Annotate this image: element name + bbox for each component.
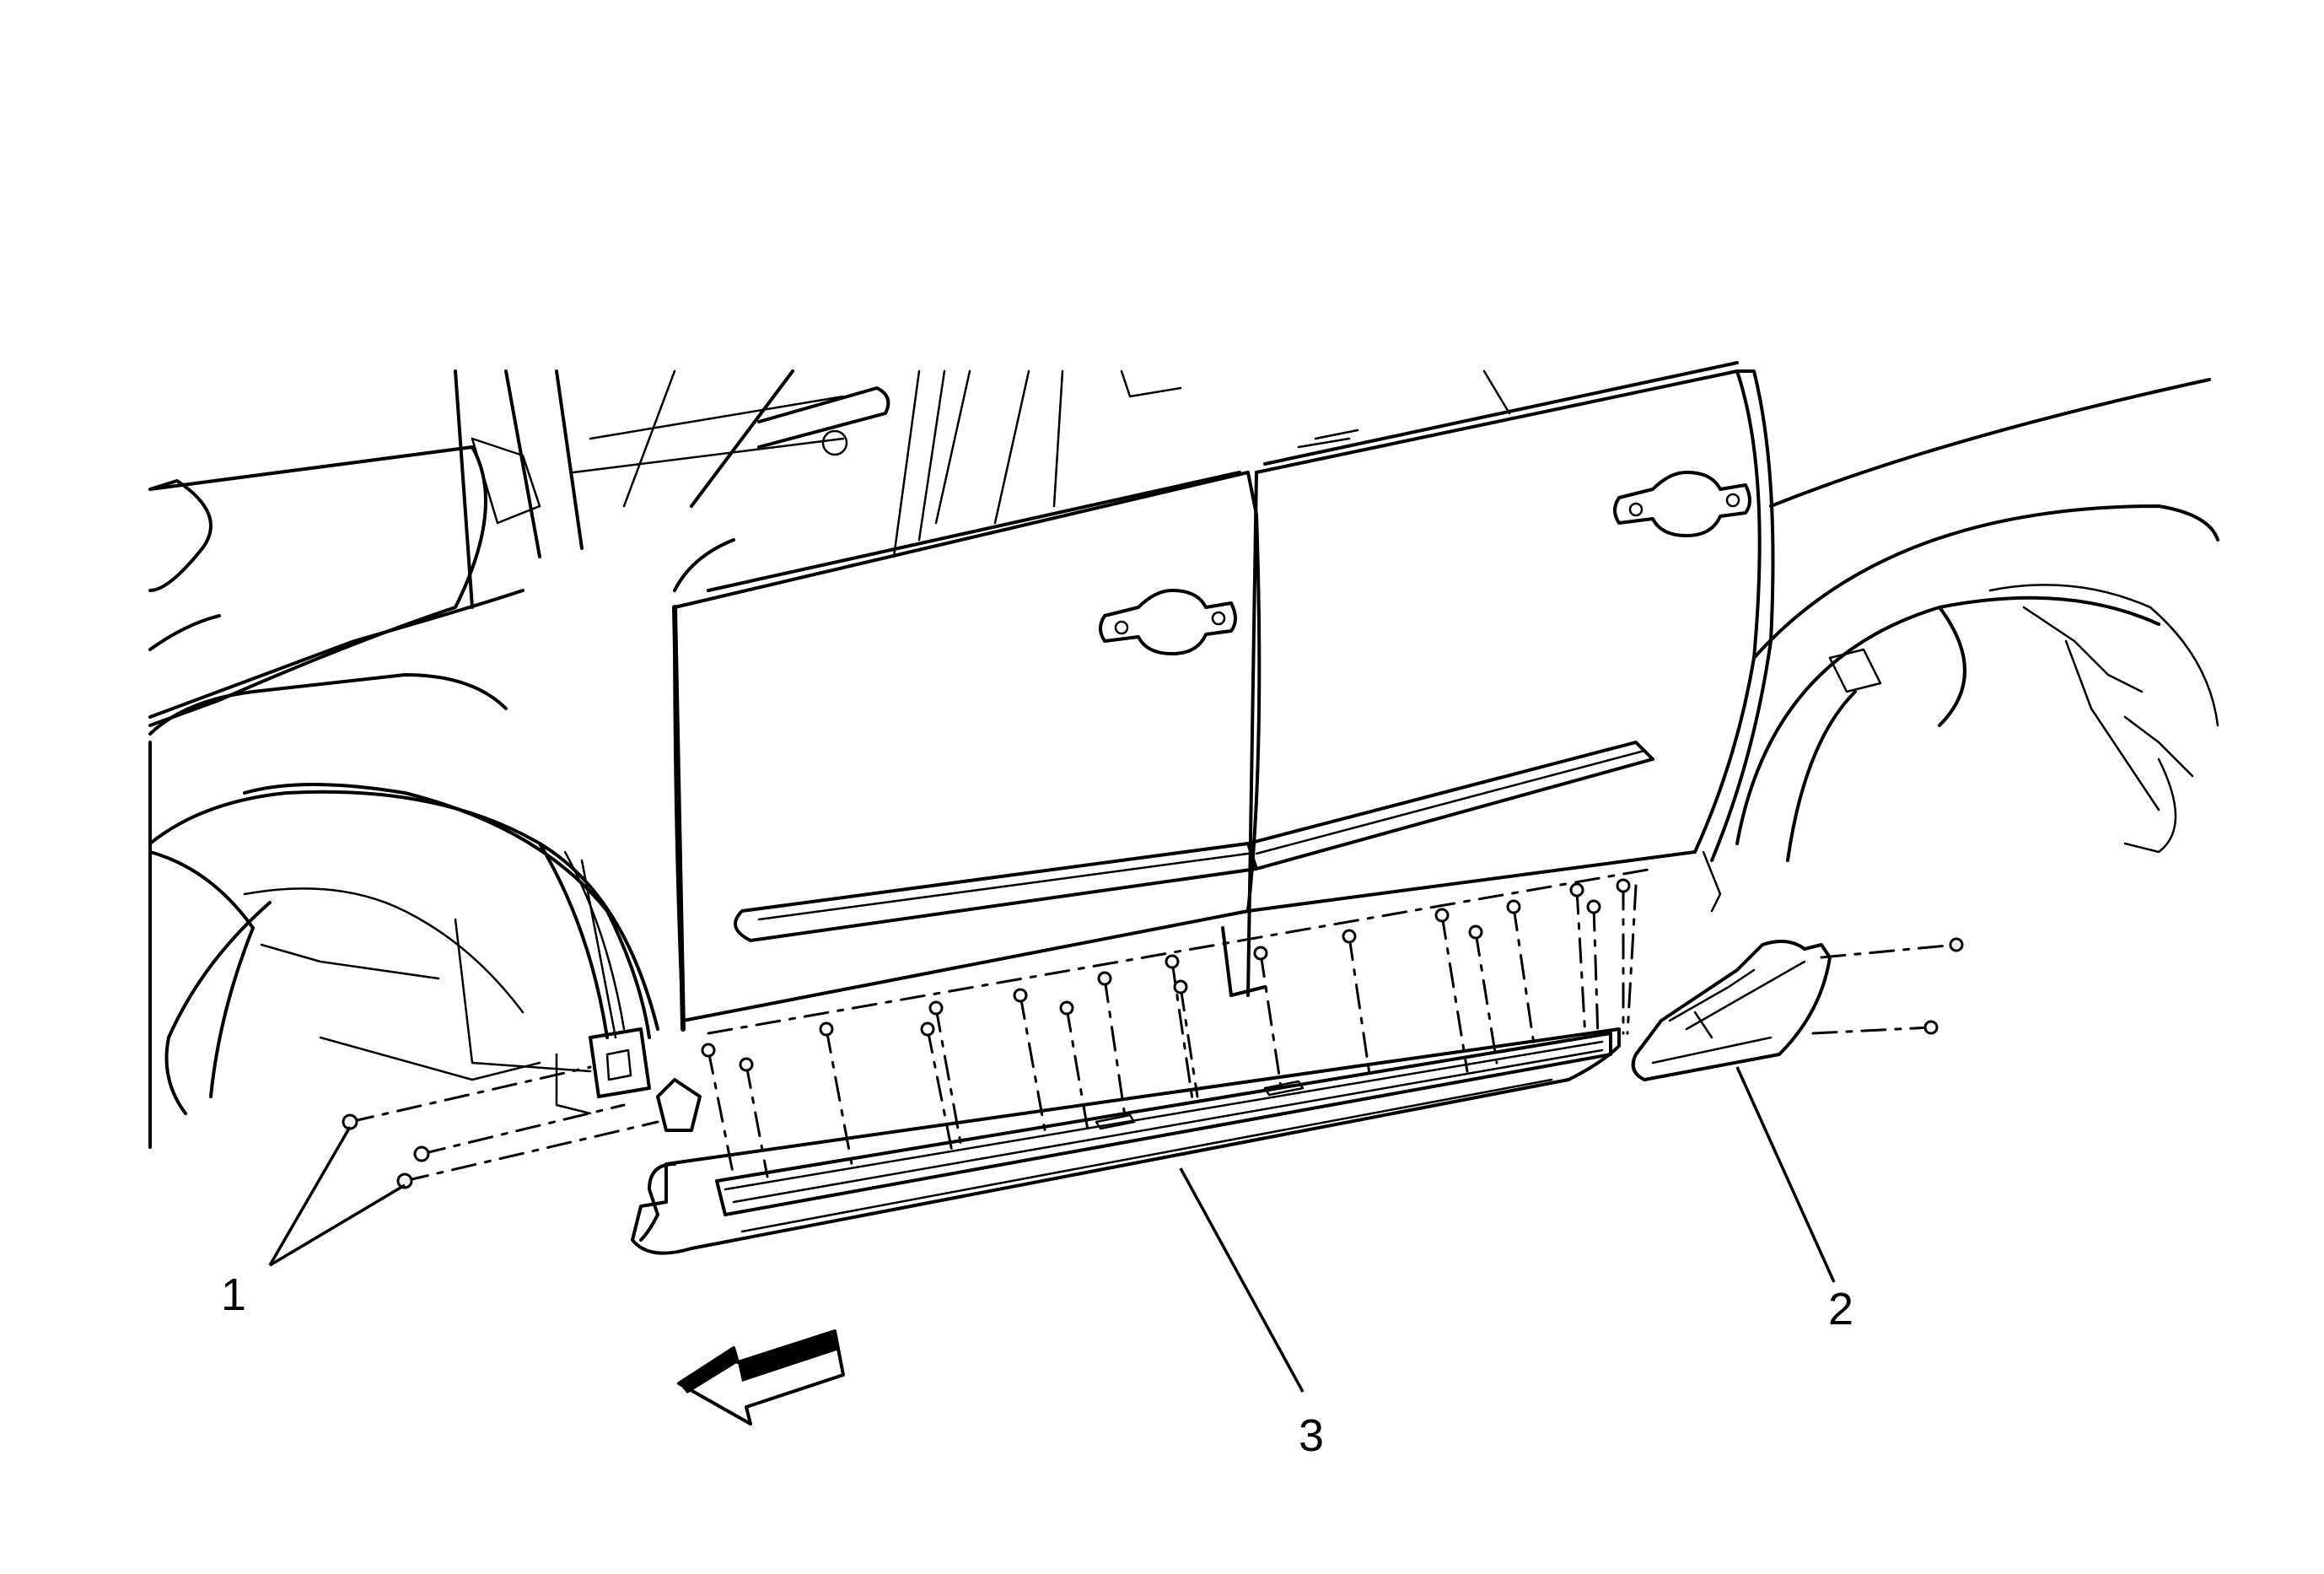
callout-label-2: 2 bbox=[1828, 1284, 1854, 1334]
front-door-molding bbox=[734, 842, 1258, 942]
leader-lines bbox=[268, 1066, 1836, 1393]
callout-label-3: 3 bbox=[1299, 1410, 1325, 1461]
vehicle-body bbox=[148, 369, 890, 1149]
front-bracket bbox=[555, 1027, 702, 1132]
fasteners bbox=[342, 878, 1964, 1189]
fastener-lines bbox=[348, 867, 1958, 1183]
rear-door-handle bbox=[1613, 471, 1751, 537]
rocker-panel-molding bbox=[631, 1027, 1621, 1255]
leader-line-1b bbox=[269, 1183, 406, 1267]
leader-line-1a bbox=[268, 1126, 352, 1266]
rear-extension bbox=[1631, 940, 1832, 1081]
rear-quarter bbox=[1702, 378, 2219, 913]
front-door bbox=[672, 369, 1262, 1032]
front-door-handle bbox=[1099, 589, 1237, 655]
callout-label-1: 1 bbox=[221, 1269, 247, 1320]
rear-door-molding bbox=[1246, 741, 1654, 871]
leader-line-3 bbox=[1179, 1167, 1305, 1393]
leader-line-2 bbox=[1735, 1066, 1836, 1283]
forward-direction-arrow-icon bbox=[677, 1329, 845, 1426]
rear-door bbox=[1120, 361, 1775, 997]
